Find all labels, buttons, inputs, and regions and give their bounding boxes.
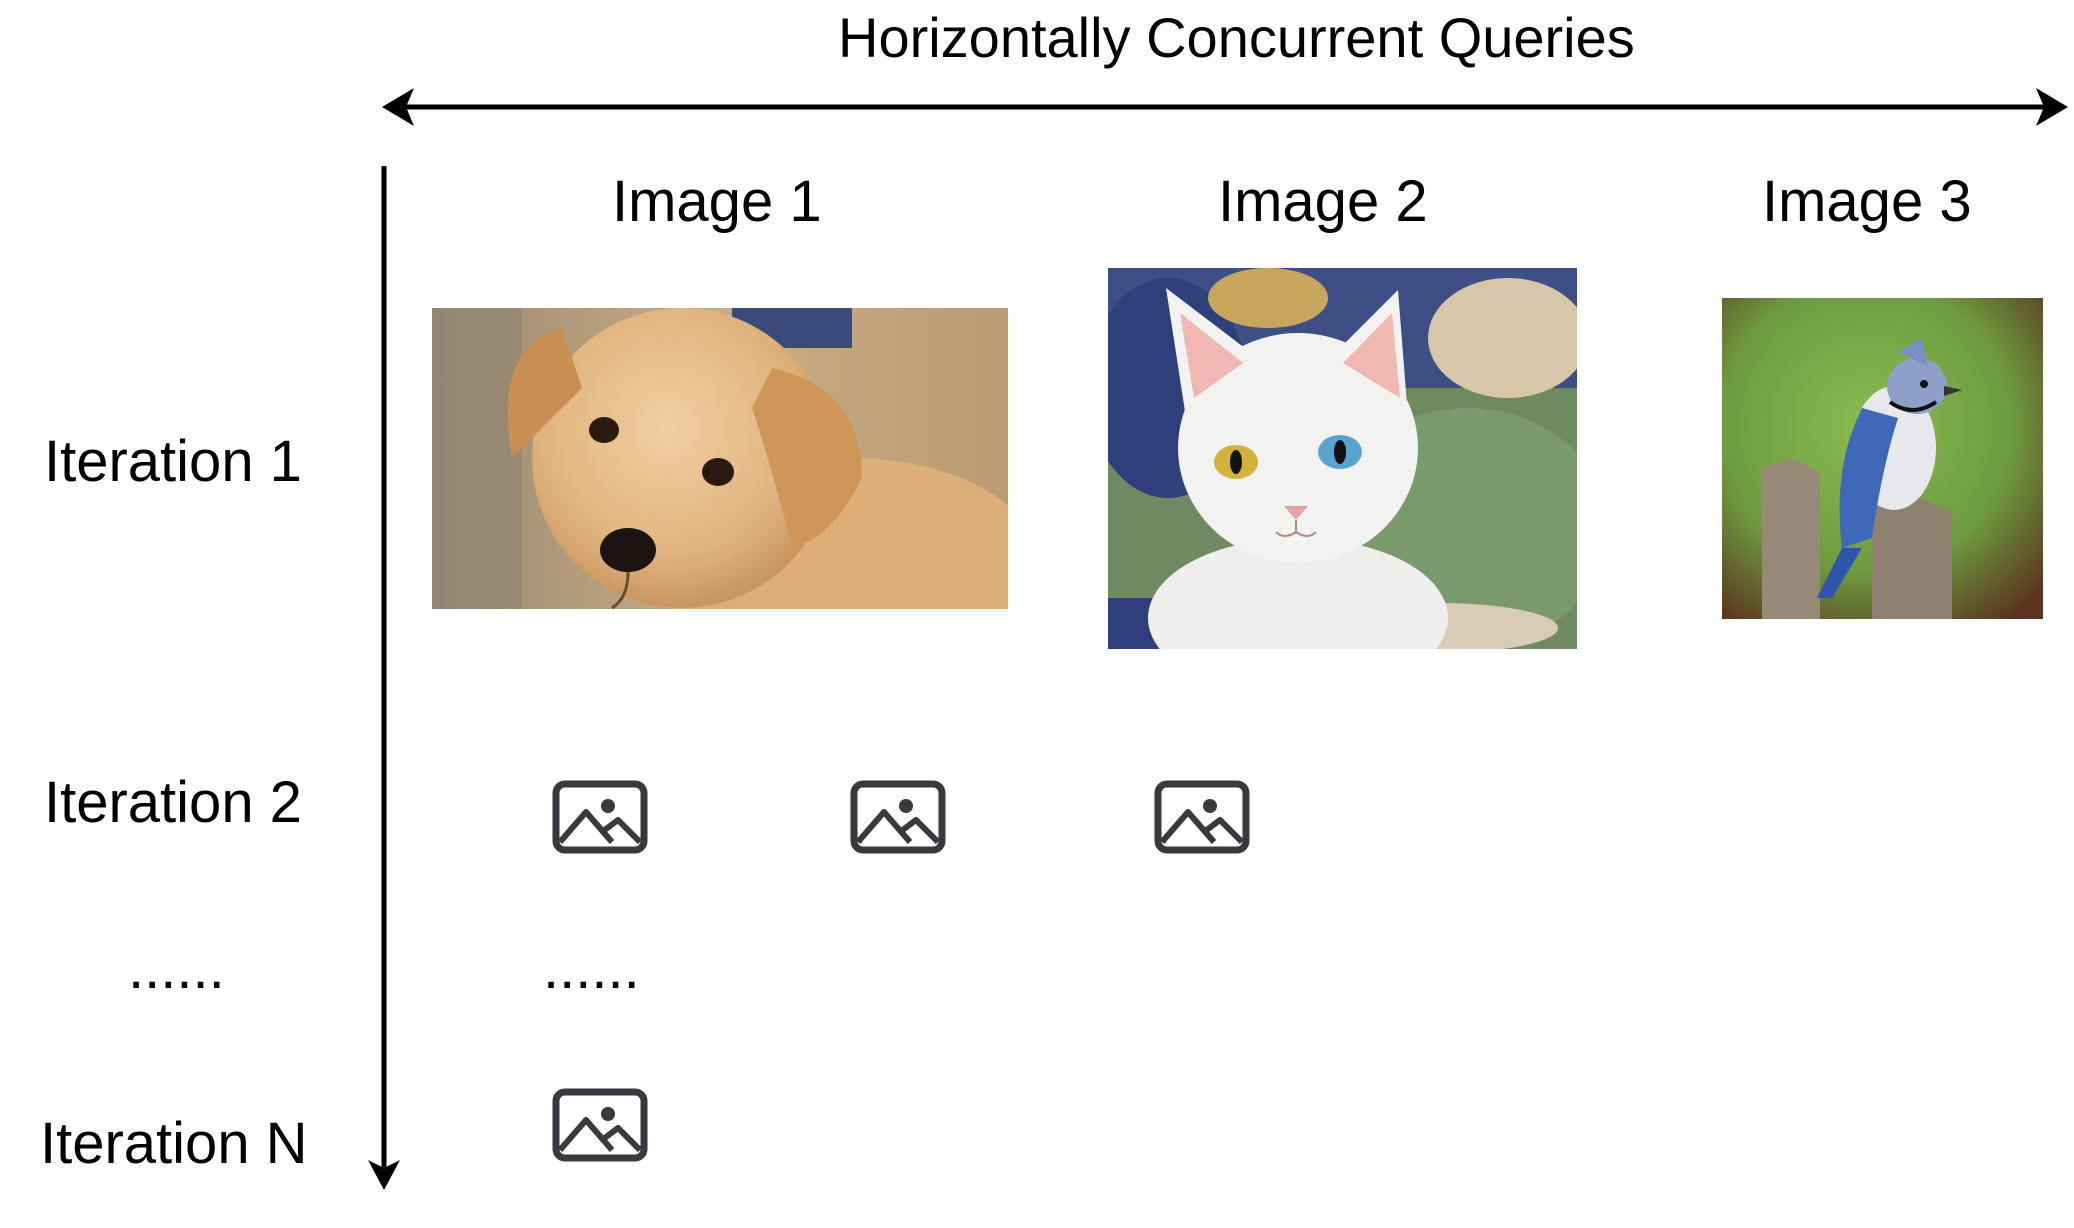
image-icon [850, 780, 946, 854]
row-label-iteration-2: Iteration 2 [44, 770, 302, 835]
column-label-image-3: Image 3 [1762, 169, 1972, 234]
dog-photo [432, 308, 1008, 609]
row-label-iteration-n: Iteration N [40, 1111, 308, 1176]
column-label-image-1: Image 1 [612, 169, 822, 234]
image-icon [1154, 780, 1250, 854]
grid-ellipsis: ...... [543, 936, 640, 1001]
bird-photo [1722, 298, 2043, 619]
diagram-title: Horizontally Concurrent Queries [838, 6, 1635, 69]
row-label-ellipsis: ...... [128, 936, 225, 1001]
cat-photo [1108, 268, 1577, 649]
image-icon [552, 780, 648, 854]
vertical-arrow [368, 166, 400, 1190]
horizontal-double-arrow [382, 88, 2068, 126]
image-icon [552, 1088, 648, 1162]
row-label-iteration-1: Iteration 1 [44, 429, 302, 494]
column-label-image-2: Image 2 [1218, 169, 1428, 234]
